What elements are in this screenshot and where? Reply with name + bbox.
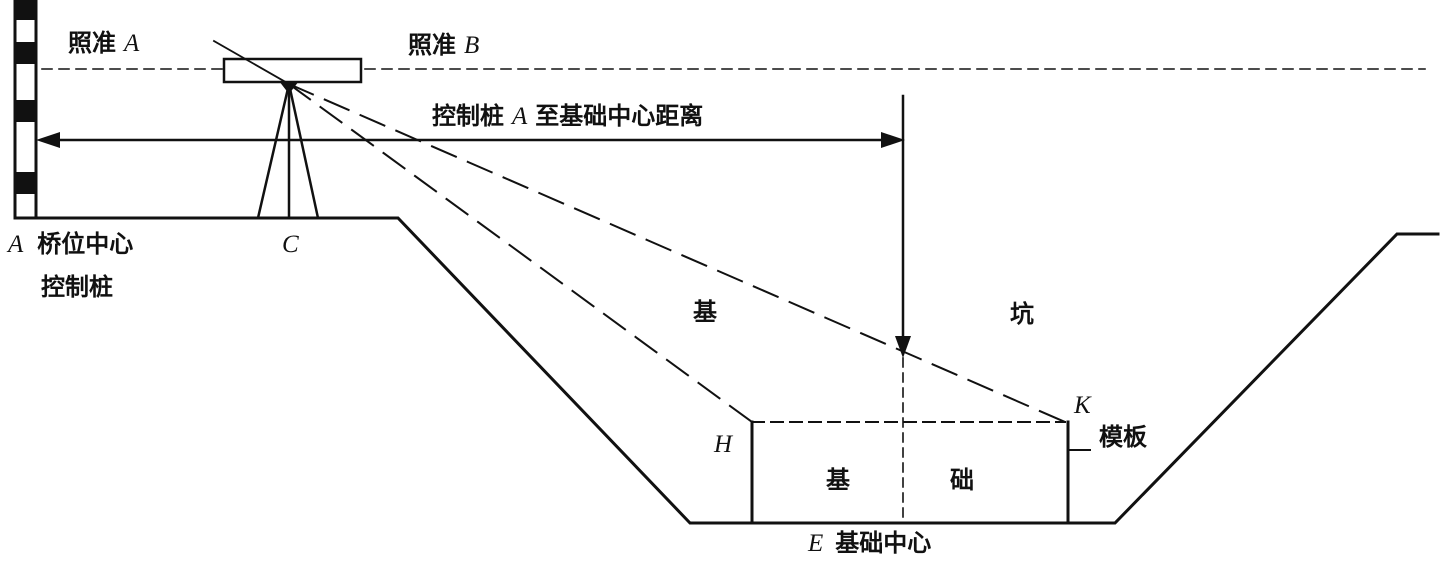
- telescope: [222, 57, 363, 84]
- sight-a-text: 照准: [68, 29, 116, 57]
- tripod: [256, 82, 320, 220]
- formwork-label: 模板: [1099, 423, 1147, 451]
- ray-to-k: [287, 82, 1067, 424]
- control-pile-line2: 控制桩: [41, 273, 113, 301]
- ray-to-h: [287, 82, 754, 424]
- point-h-label: H: [714, 431, 733, 458]
- control-pile-line1: 桥位中心: [37, 230, 134, 258]
- distance-arrowhead-right: [881, 132, 905, 148]
- distance-label: 控制桩 A 至基础中心距离: [432, 104, 703, 129]
- distance-suffix: 至基础中心距离: [535, 102, 704, 130]
- pit-label-left: 基: [693, 298, 717, 326]
- leveling-rod: [13, 0, 38, 220]
- foundation-center-letter: E: [808, 530, 824, 557]
- control-pile-label: A 桥位中心: [8, 232, 133, 257]
- center-arrowhead: [895, 336, 911, 358]
- sight-a-label: 照准 A: [68, 31, 139, 56]
- foundation-label-right: 础: [950, 466, 974, 494]
- point-k-label: K: [1074, 392, 1091, 419]
- sight-b-text: 照准: [408, 31, 456, 59]
- instrument-head: [279, 81, 299, 94]
- control-pile-letter: A: [8, 231, 24, 258]
- distance-arrowhead-left: [36, 132, 60, 148]
- pit-label-right: 坑: [1010, 300, 1034, 328]
- point-c-label: C: [282, 231, 299, 258]
- sight-b-label: 照准 B: [408, 33, 479, 58]
- distance-prefix: 控制桩: [432, 102, 504, 130]
- distance-letter: A: [512, 103, 528, 130]
- foundation-center-label: E 基础中心: [808, 531, 931, 556]
- ground-profile: [13, 216, 1440, 525]
- sight-b-letter: B: [464, 32, 480, 59]
- sight-a-letter: A: [124, 30, 140, 57]
- foundation-center-text: 基础中心: [835, 529, 932, 557]
- telescope-sight-ray: [212, 39, 291, 86]
- foundation-label-left: 基: [826, 466, 850, 494]
